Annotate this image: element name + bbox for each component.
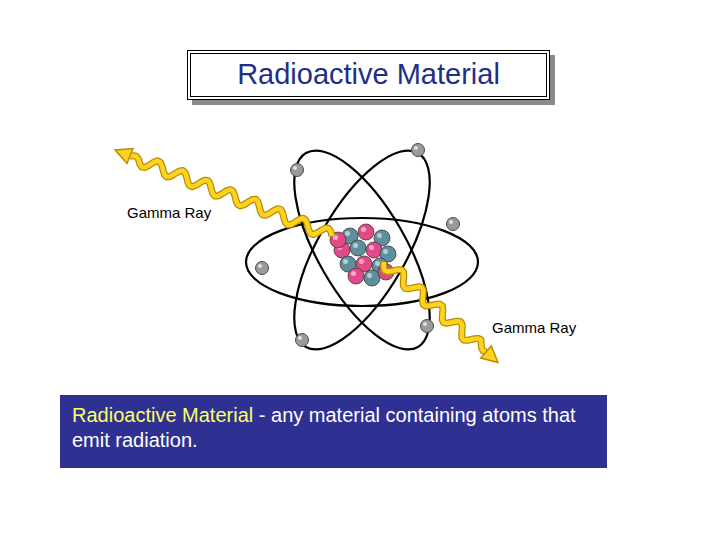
nucleon xyxy=(350,240,366,256)
electron-shine xyxy=(414,146,418,150)
gamma-rays xyxy=(115,149,498,363)
nucleon-shine xyxy=(333,235,338,240)
electron xyxy=(412,144,425,157)
ray-label: Gamma Ray xyxy=(490,318,578,337)
orbits xyxy=(246,131,478,369)
electron xyxy=(256,262,269,275)
gamma-ray-outline xyxy=(130,156,332,236)
definition-box: Radioactive Material- any material conta… xyxy=(60,395,607,468)
electron-shine xyxy=(423,322,427,326)
orbit xyxy=(268,131,456,369)
gamma-arrowhead xyxy=(481,346,498,363)
nucleus xyxy=(330,224,396,286)
nucleon xyxy=(358,224,374,240)
nucleon xyxy=(366,242,382,258)
electrons xyxy=(256,144,460,347)
gamma-ray-outline xyxy=(384,262,486,352)
ray-label: Gamma Ray xyxy=(125,203,213,222)
orbit xyxy=(268,131,456,369)
nucleon-shine xyxy=(375,261,380,266)
nucleon-shine xyxy=(367,273,372,278)
nucleon-shine xyxy=(359,259,364,264)
title-box: Radioactive Material xyxy=(187,50,550,100)
nucleon xyxy=(364,270,380,286)
nucleon-shine xyxy=(361,227,366,232)
nucleon-shine xyxy=(351,271,356,276)
nucleon-shine xyxy=(353,243,358,248)
electron xyxy=(447,218,460,231)
gamma-arrowhead xyxy=(115,149,133,164)
nucleon-shine xyxy=(383,249,388,254)
orbit xyxy=(246,218,478,306)
nucleon-shine xyxy=(343,259,348,264)
nucleon-shine xyxy=(377,233,382,238)
electron xyxy=(296,334,309,347)
gamma-ray xyxy=(130,156,332,236)
electron-shine xyxy=(258,264,262,268)
electron xyxy=(421,320,434,333)
nucleon xyxy=(348,268,364,284)
nucleon-shine xyxy=(345,231,350,236)
electron-shine xyxy=(449,220,453,224)
electron-shine xyxy=(298,336,302,340)
nucleon-shine xyxy=(369,245,374,250)
electron-shine xyxy=(293,166,297,170)
defined-term: Radioactive Material xyxy=(72,404,253,426)
gamma-ray xyxy=(384,262,486,352)
electron xyxy=(291,164,304,177)
